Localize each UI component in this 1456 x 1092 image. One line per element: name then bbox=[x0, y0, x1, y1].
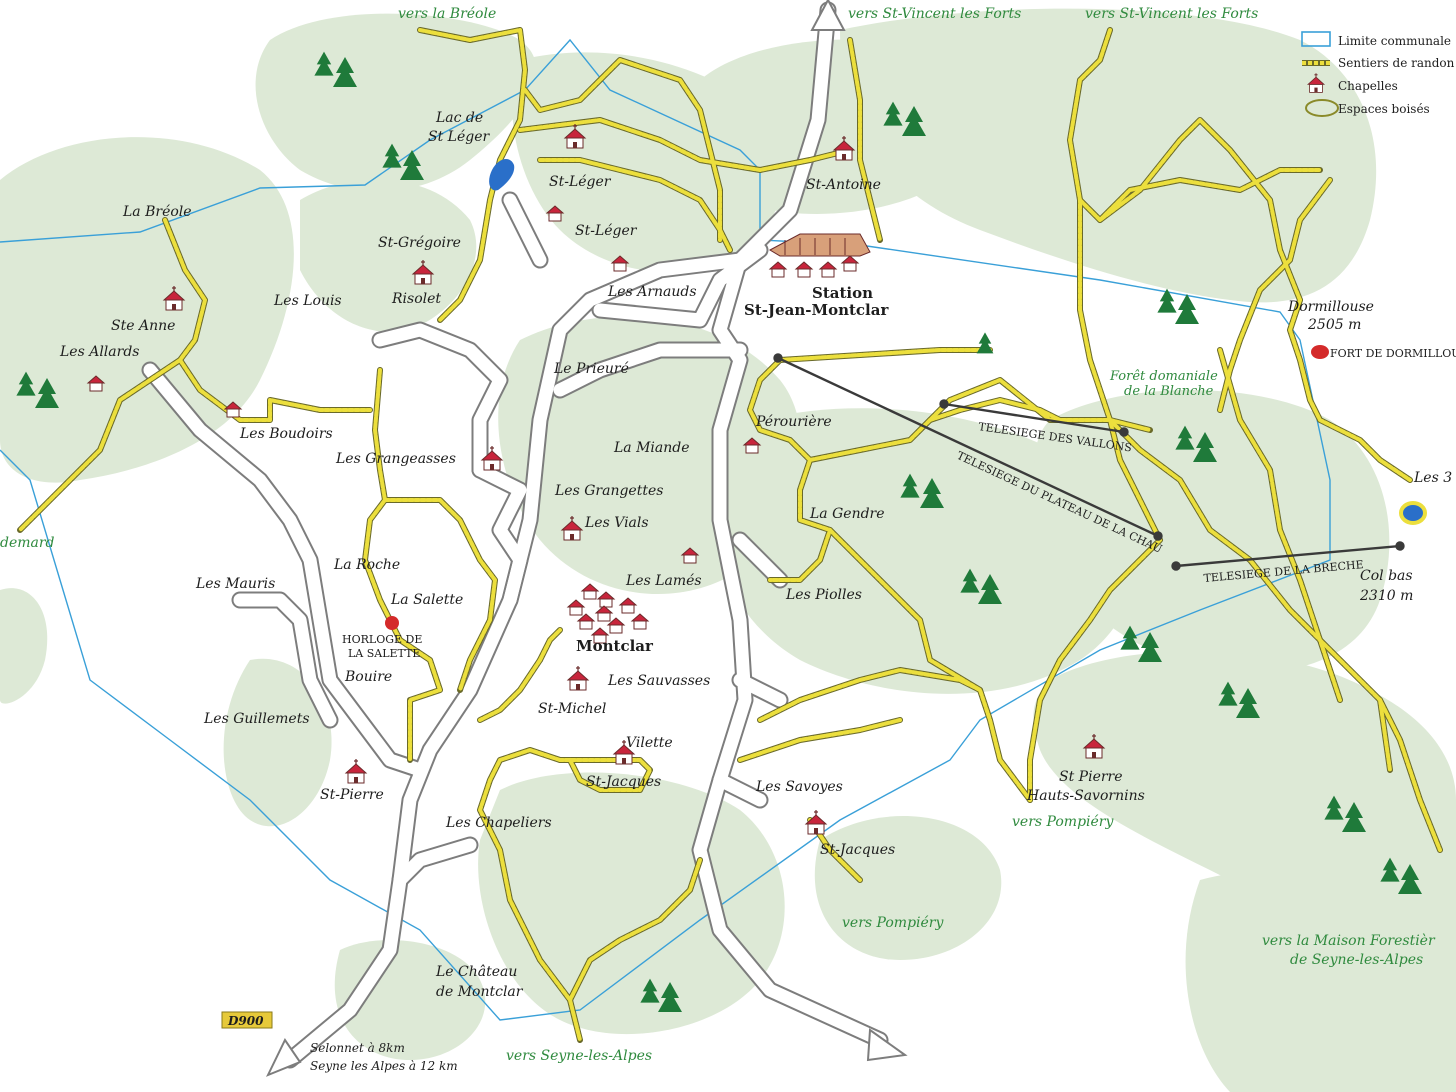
place-ste-anne: Ste Anne bbox=[111, 318, 175, 334]
place-st-pierre-hs-2: Hauts-Savornins bbox=[1026, 788, 1145, 804]
dir-demard: demard bbox=[0, 535, 55, 551]
lake-les-3 bbox=[1399, 501, 1427, 525]
place-les-3: Les 3 bbox=[1413, 470, 1452, 486]
place-les-chapeliers: Les Chapeliers bbox=[445, 815, 552, 831]
col-bas-name: Col bas bbox=[1360, 568, 1413, 584]
dir-seyne: vers Seyne-les-Alpes bbox=[506, 1048, 652, 1064]
place-les-arnauds: Les Arnauds bbox=[607, 284, 697, 300]
place-la-salette: La Salette bbox=[390, 592, 463, 608]
place-st-leger-2: St-Léger bbox=[575, 223, 638, 239]
place-la-breole: La Bréole bbox=[122, 204, 192, 220]
road-network bbox=[141, 1, 889, 1069]
road-distance-seyne: Seyne les Alpes à 12 km bbox=[310, 1059, 458, 1073]
place-st-gregoire: St-Grégoire bbox=[378, 235, 461, 251]
road-badge-d900 bbox=[221, 1011, 273, 1029]
commune-boundary bbox=[0, 38, 1331, 1021]
place-la-miande: La Miande bbox=[613, 440, 690, 456]
road-badge-label: D900 bbox=[227, 1014, 264, 1028]
lake-st-leger bbox=[489, 158, 515, 191]
dir-pompiery-1: vers Pompiéry bbox=[1012, 814, 1114, 830]
station-buildings bbox=[768, 233, 871, 257]
peak-dormillouse-altitude: 2505 m bbox=[1307, 317, 1361, 333]
place-risolet: Risolet bbox=[391, 291, 441, 307]
station-label-1: Station bbox=[812, 284, 873, 302]
station-label-2: St-Jean-Montclar bbox=[744, 301, 889, 319]
place-chateau-1: Le Château bbox=[435, 964, 517, 980]
place-st-pierre-hs-1: St Pierre bbox=[1059, 769, 1123, 785]
col-bas-altitude: 2310 m bbox=[1359, 588, 1413, 604]
place-lac-st-leger-1: Lac de bbox=[435, 110, 483, 126]
place-st-leger-1: St-Léger bbox=[549, 174, 612, 190]
place-les-grangeasses: Les Grangeasses bbox=[335, 451, 456, 467]
place-les-boudoirs: Les Boudoirs bbox=[239, 426, 333, 442]
horloge-label-1: HORLOGE DE bbox=[342, 633, 422, 646]
dir-maison-forestiere-2: de Seyne-les-Alpes bbox=[1290, 952, 1423, 968]
dir-breole: vers la Bréole bbox=[398, 6, 496, 22]
dir-st-vincent-2: vers St-Vincent les Forts bbox=[1085, 6, 1258, 22]
foret-label-1: Forêt domaniale bbox=[1109, 369, 1218, 384]
place-les-piolles: Les Piolles bbox=[785, 587, 862, 603]
place-st-pierre: St-Pierre bbox=[320, 787, 384, 803]
road-arrow-southwest bbox=[265, 1038, 302, 1077]
horloge-label-2: LA SALETTE bbox=[348, 647, 420, 660]
ski-lifts bbox=[773, 353, 1405, 571]
peak-dormillouse-name: Dormillouse bbox=[1287, 299, 1374, 315]
legend-boundary-label: Limite communale bbox=[1338, 34, 1451, 48]
place-les-mauris: Les Mauris bbox=[195, 576, 275, 592]
place-chateau-2: de Montclar bbox=[436, 984, 524, 1000]
place-vilette: Vilette bbox=[626, 735, 673, 751]
place-perouriere: Pérourière bbox=[755, 414, 832, 430]
road-arrow-southeast bbox=[866, 1028, 908, 1062]
dir-pompiery-2: vers Pompiéry bbox=[842, 915, 944, 931]
legend-woods-label: Espaces boisés bbox=[1338, 102, 1430, 116]
place-st-jacques-2: St-Jacques bbox=[820, 842, 895, 858]
foret-label-2: de la Blanche bbox=[1124, 384, 1214, 399]
dir-st-vincent-1: vers St-Vincent les Forts bbox=[848, 6, 1021, 22]
place-la-gendre: La Gendre bbox=[809, 506, 885, 522]
place-st-jacques-1: St-Jacques bbox=[586, 774, 661, 790]
legend-trails-label: Sentiers de randon bbox=[1338, 56, 1455, 70]
road-distance-selonnet: Selonnet à 8km bbox=[310, 1041, 405, 1055]
place-les-louis: Les Louis bbox=[273, 293, 342, 309]
place-la-roche: La Roche bbox=[333, 557, 400, 573]
hiking-trails bbox=[17, 27, 1443, 1043]
place-les-vials: Les Vials bbox=[584, 515, 649, 531]
place-st-michel: St-Michel bbox=[538, 701, 606, 717]
legend-chapels-label: Chapelles bbox=[1338, 79, 1398, 93]
fort-label: FORT DE DORMILLOUSE bbox=[1330, 347, 1456, 360]
place-les-sauvasses: Les Sauvasses bbox=[607, 673, 710, 689]
place-bouire: Bouire bbox=[344, 669, 392, 685]
village-montclar: Montclar bbox=[576, 637, 654, 655]
dir-maison-forestiere-1: vers la Maison Forestièr bbox=[1262, 933, 1436, 949]
place-les-savoyes: Les Savoyes bbox=[755, 779, 843, 795]
place-lac-st-leger-2: St Léger bbox=[428, 129, 490, 145]
place-les-lames: Les Lamés bbox=[625, 573, 702, 589]
place-le-prieure: Le Prieuré bbox=[553, 361, 629, 377]
fort-marker[interactable] bbox=[1311, 345, 1329, 359]
road-arrow-north bbox=[810, 0, 846, 31]
horloge-marker[interactable] bbox=[385, 616, 399, 630]
place-les-grangettes: Les Grangettes bbox=[554, 483, 663, 499]
legend: Limite communale Sentiers de randon Chap… bbox=[1301, 31, 1455, 117]
place-les-allards: Les Allards bbox=[59, 344, 139, 360]
place-st-antoine: St-Antoine bbox=[806, 177, 881, 193]
place-les-guillemets: Les Guillemets bbox=[203, 711, 310, 727]
